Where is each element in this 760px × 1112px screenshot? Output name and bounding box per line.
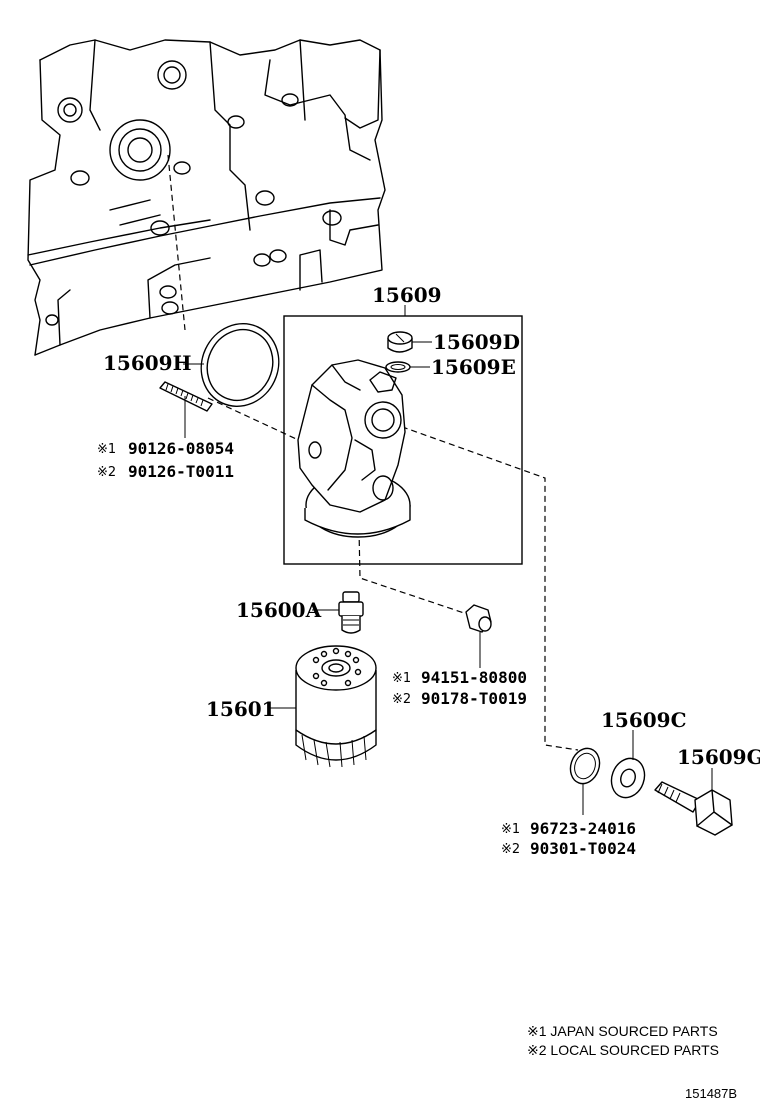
callout-15609e: 15609E: [431, 355, 516, 379]
union-15600a: [312, 591, 364, 634]
stud-part-number-2: 90126-T0011: [128, 462, 234, 481]
callout-15600a: 15600A: [236, 598, 322, 622]
drain-plug: [465, 604, 492, 668]
gasket-mark-2: ※2: [501, 842, 520, 857]
callout-15601: 15601: [206, 697, 276, 721]
gasket-15609h: [183, 322, 280, 408]
plug-part-number-2: 90178-T0019: [421, 689, 527, 708]
oil-filter-15601: [270, 645, 377, 768]
gasket-part-number-1: 96723-24016: [530, 819, 636, 838]
plug-part-number-1: 94151-80800: [421, 668, 527, 687]
plug-mark-2: ※2: [392, 692, 411, 707]
callout-15609: 15609: [372, 283, 442, 307]
callout-15609g: 15609G: [677, 745, 760, 769]
callout-15609c: 15609C: [601, 708, 687, 732]
engine-block-illustration: [27, 39, 386, 356]
oil-filter-adapter: [297, 359, 411, 538]
stud-bolt: [159, 381, 213, 438]
washer-15609c: [610, 730, 646, 799]
o-ring-15609e: [385, 361, 430, 373]
union-gasket: [569, 747, 601, 815]
adapter-assy-box: [283, 315, 523, 565]
diagram-id: 151487B: [685, 1086, 737, 1101]
stud-part-number-1: 90126-08054: [128, 439, 234, 458]
callout-15609d: 15609D: [433, 330, 520, 354]
stud-mark-2: ※2: [97, 465, 116, 480]
gasket-part-number-2: 90301-T0024: [530, 839, 636, 858]
gasket-mark-1: ※1: [501, 822, 520, 837]
legend-japan-sourced: ※1 JAPAN SOURCED PARTS: [527, 1023, 718, 1039]
plug-15609d: [387, 331, 432, 353]
legend-local-sourced: ※2 LOCAL SOURCED PARTS: [527, 1042, 719, 1058]
plug-mark-1: ※1: [392, 671, 411, 686]
stud-mark-1: ※1: [97, 442, 116, 457]
callout-15609h: 15609H: [103, 351, 191, 375]
union-bolt-15609g: [654, 768, 733, 836]
